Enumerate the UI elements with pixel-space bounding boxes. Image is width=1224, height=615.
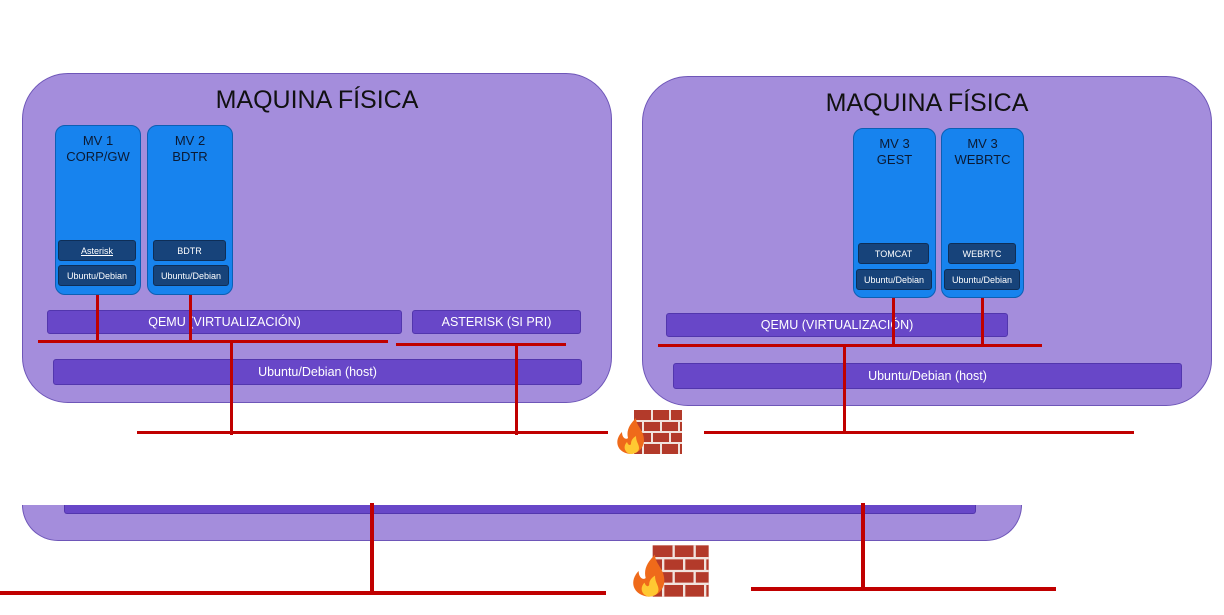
service-bdtr: BDTR xyxy=(153,240,226,261)
bottom-drop-right xyxy=(861,503,865,589)
host-os-bar: Ubuntu/Debian (host) xyxy=(53,359,582,385)
asterisk-pri-bar: ASTERISK (SI PRI) xyxy=(412,310,581,334)
qemu-bar: QEMU (VIRTUALIZACIÓN) xyxy=(666,313,1008,337)
vm-title: MV 3 GEST xyxy=(876,136,913,167)
bottom-lan-left xyxy=(0,591,606,595)
vm-os: Ubuntu/Debian xyxy=(153,265,229,286)
qemu-bus xyxy=(658,344,1042,347)
vm-os: Ubuntu/Debian xyxy=(856,269,932,290)
vm-title: MV 2 BDTR xyxy=(172,133,208,164)
service-asterisk: Asterisk xyxy=(58,240,136,261)
vm2-uplink xyxy=(189,295,192,342)
qemu-bus xyxy=(38,340,388,343)
firewall-icon xyxy=(617,410,682,454)
asterisk-drop xyxy=(515,343,518,435)
vm4-uplink xyxy=(981,298,984,346)
vm-title: MV 3 WEBRTC xyxy=(954,136,1011,167)
lan-right xyxy=(704,431,1134,434)
service-webrtc: WEBRTC xyxy=(948,243,1016,264)
host-title: MAQUINA FÍSICA xyxy=(825,89,1029,117)
qemu-bar: QEMU (VIRTUALIZACIÓN) xyxy=(47,310,402,334)
vm-os: Ubuntu/Debian xyxy=(58,265,136,286)
vm1-uplink xyxy=(96,295,99,342)
service-tomcat: TOMCAT xyxy=(858,243,929,264)
host1-drop xyxy=(230,340,233,435)
vm-os: Ubuntu/Debian xyxy=(944,269,1020,290)
host2-drop xyxy=(843,344,846,433)
bottom-lan-right xyxy=(751,587,1056,591)
asterisk-bus xyxy=(396,343,566,346)
lan-left xyxy=(137,431,608,434)
vm3-uplink xyxy=(892,298,895,346)
host-title: MAQUINA FÍSICA xyxy=(215,86,419,114)
firewall-icon xyxy=(633,545,709,597)
host-os-bar: Ubuntu/Debian (host) xyxy=(673,363,1182,389)
bottom-drop-left xyxy=(370,503,374,593)
host-os-bar-partial xyxy=(64,505,976,514)
vm-title: MV 1 CORP/GW xyxy=(66,133,130,164)
